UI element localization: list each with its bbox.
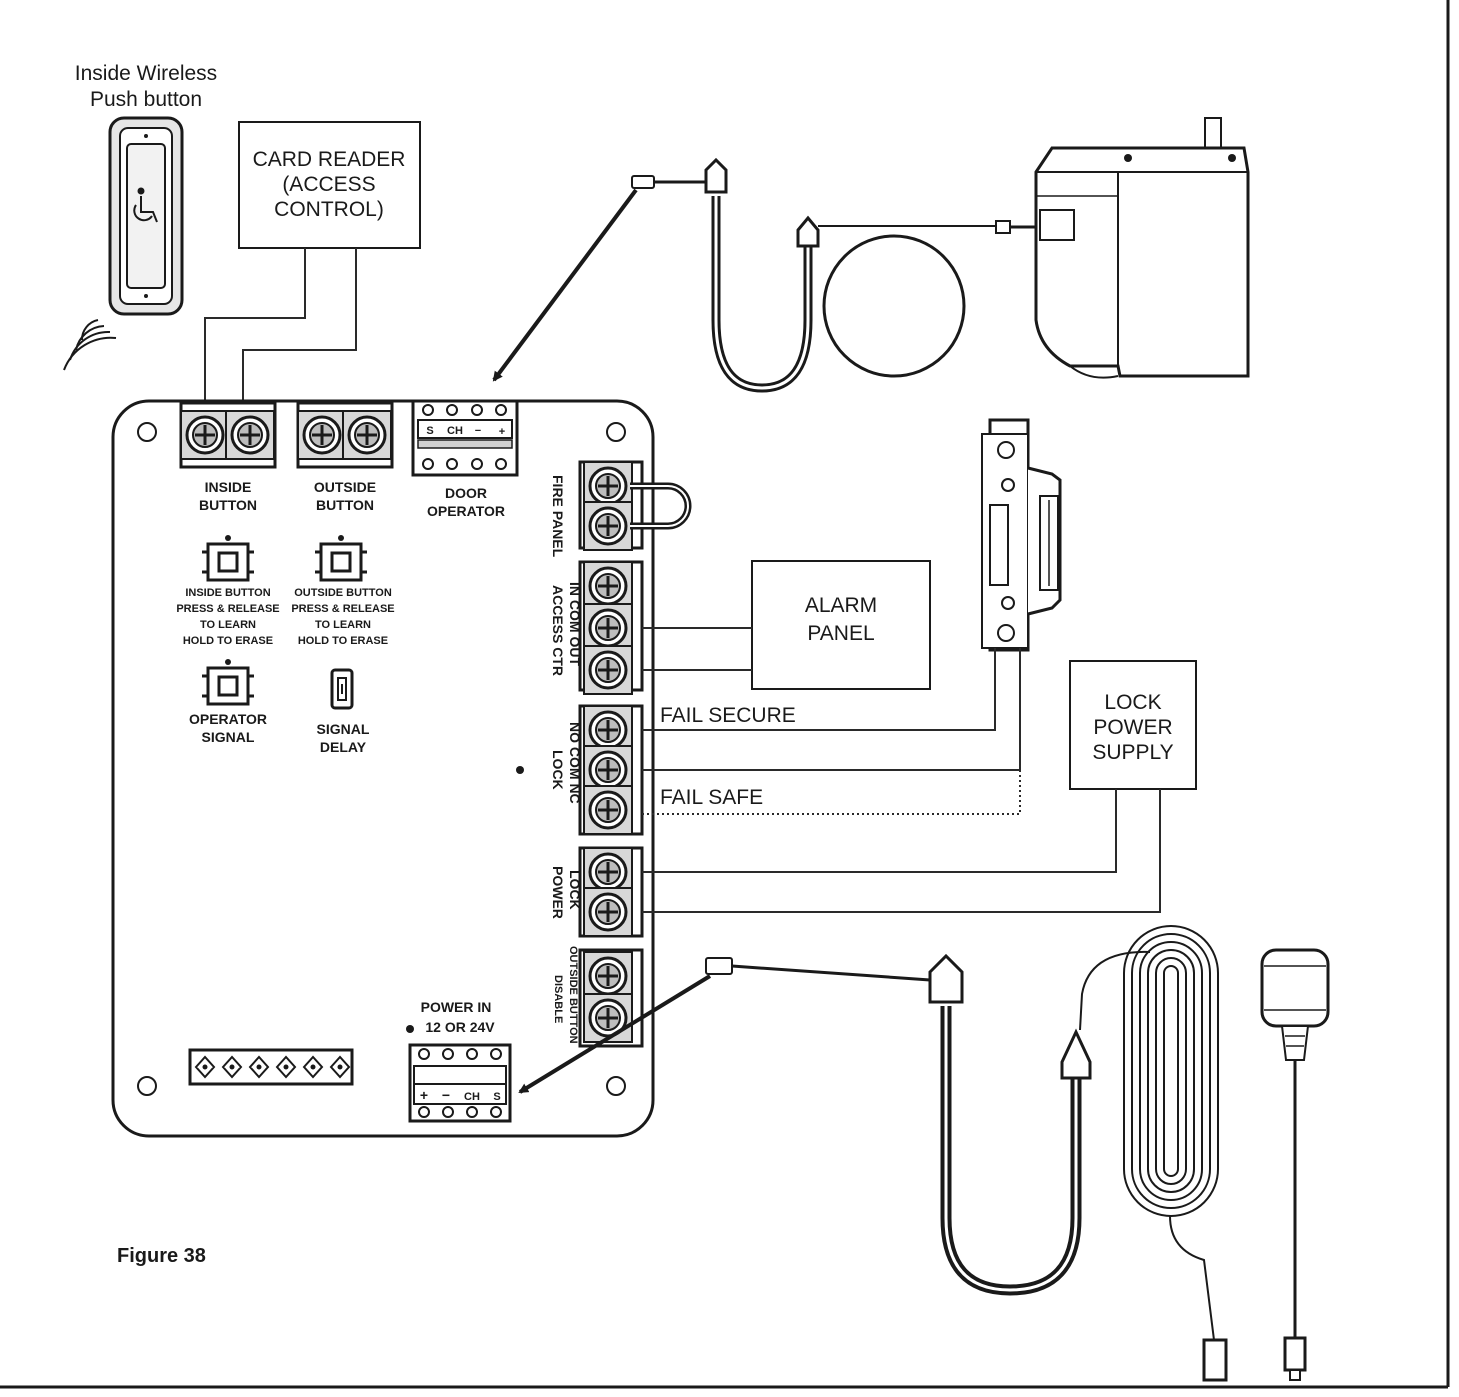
outside-learn-line1: OUTSIDE BUTTON xyxy=(294,587,392,599)
power-in-label-2: 12 OR 24V xyxy=(425,1019,495,1035)
outside-disable-label-1: OUTSIDE BUTTON xyxy=(567,946,579,1044)
wireless-signal-icon xyxy=(63,319,117,371)
fire-panel-label: FIRE PANEL xyxy=(550,475,566,558)
alarm-panel-box: ALARM PANEL xyxy=(751,560,931,690)
alarm-wires xyxy=(642,627,752,671)
outside-disable-terminal: OUTSIDE BUTTON DISABLE xyxy=(552,946,644,1048)
wireless-label-line1: Inside Wireless xyxy=(75,62,217,85)
inside-button-terminal: INSIDE BUTTON xyxy=(179,401,277,513)
inside-learn-line1: INSIDE BUTTON xyxy=(185,587,270,599)
alarm-panel-line2: PANEL xyxy=(807,622,874,645)
control-board: INSIDE BUTTON OUTSIDE BUTTON S CH − + xyxy=(111,399,692,1138)
door-operator-label-2: OPERATOR xyxy=(427,503,505,519)
figure-caption: Figure 38 xyxy=(117,1245,206,1267)
door-op-pin-s: S xyxy=(426,425,433,437)
inside-button-label-2: BUTTON xyxy=(199,497,257,513)
operator-signal-label-2: SIGNAL xyxy=(202,729,255,745)
outside-learn-line4: HOLD TO ERASE xyxy=(298,635,388,647)
door-op-pin-minus: − xyxy=(475,425,481,437)
power-pin-plus: + xyxy=(420,1087,428,1103)
wireless-label-line2: Push button xyxy=(90,88,202,111)
card-reader-line3: CONTROL) xyxy=(274,198,384,221)
power-in-label-1: POWER IN xyxy=(421,999,492,1015)
access-ctr-label: ACCESS CTR xyxy=(550,585,566,676)
wireless-push-button: Inside Wireless Push button xyxy=(63,62,217,371)
signal-delay-label-1: SIGNAL xyxy=(317,721,370,737)
lock-pins: NO COM NC xyxy=(567,722,583,804)
operator-signal-label-1: OPERATOR xyxy=(189,711,267,727)
outside-button-label-1: OUTSIDE xyxy=(314,479,376,495)
outside-button-label-2: BUTTON xyxy=(316,497,374,513)
lock-wires: FAIL SECURE FAIL SAFE xyxy=(642,648,1161,913)
power-pin-s: S xyxy=(493,1091,500,1103)
coiled-cable xyxy=(1123,925,1219,1217)
alarm-panel-line1: ALARM xyxy=(805,594,877,617)
fail-secure-label: FAIL SECURE xyxy=(660,704,796,727)
outside-learn-line3: TO LEARN xyxy=(315,619,371,631)
inside-learn-line3: TO LEARN xyxy=(200,619,256,631)
lock-psu-line1: LOCK xyxy=(1104,691,1161,714)
door-op-pin-plus: + xyxy=(499,426,505,438)
door-operator-label-1: DOOR xyxy=(445,485,487,501)
mounting-hole-tr xyxy=(606,422,626,442)
lock-power-terminal: LOCK POWER xyxy=(550,846,644,938)
door-operator-cable xyxy=(492,157,1050,393)
door-op-pin-ch: CH xyxy=(447,425,463,437)
outside-disable-label-2: DISABLE xyxy=(552,975,564,1023)
fire-panel-terminal: FIRE PANEL xyxy=(550,460,692,558)
signal-delay-label-2: DELAY xyxy=(320,739,367,755)
mounting-hole-tl xyxy=(137,422,157,442)
card-reader-line2: (ACCESS xyxy=(282,173,375,196)
outside-button-terminal: OUTSIDE BUTTON xyxy=(296,401,394,513)
lock-power-supply-box: LOCK POWER SUPPLY xyxy=(1069,660,1197,790)
power-pin-minus: − xyxy=(442,1087,450,1103)
power-in-connector: POWER IN 12 OR 24V + − CH S xyxy=(406,999,512,1123)
inside-learn-line4: HOLD TO ERASE xyxy=(183,635,273,647)
lock-psu-line2: POWER xyxy=(1093,716,1172,739)
power-adapter xyxy=(1260,948,1330,1381)
power-pin-ch: CH xyxy=(464,1091,480,1103)
inside-learn-button: INSIDE BUTTON PRESS & RELEASE TO LEARN H… xyxy=(176,533,280,647)
inside-learn-line2: PRESS & RELEASE xyxy=(176,603,279,615)
inside-button-label-1: INSIDE xyxy=(205,479,252,495)
wheelchair-icon xyxy=(133,187,158,223)
lock-label: LOCK xyxy=(550,750,566,790)
card-reader-line1: CARD READER xyxy=(253,148,406,171)
lock-psu-line3: SUPPLY xyxy=(1092,741,1173,764)
signal-delay-trimmer: SIGNAL DELAY xyxy=(317,668,370,755)
door-operator-connector: S CH − + DOOR OPERATOR xyxy=(411,399,519,519)
six-pin-connector xyxy=(188,1048,354,1086)
lock-terminal: NO COM NC LOCK xyxy=(516,704,644,836)
card-reader-box: CARD READER (ACCESS CONTROL) xyxy=(238,121,421,249)
card-reader-wires xyxy=(204,248,357,430)
access-ctr-terminal: IN COM OUT ACCESS CTR xyxy=(550,560,644,696)
mounting-hole-bl xyxy=(137,1076,157,1096)
mounting-hole-br xyxy=(606,1076,626,1096)
lock-power-label-1: LOCK xyxy=(567,870,583,910)
fail-safe-label: FAIL SAFE xyxy=(660,786,763,809)
operator-signal-button: OPERATOR SIGNAL xyxy=(189,657,267,745)
electric-strike xyxy=(981,418,1062,652)
access-ctr-pins: IN COM OUT xyxy=(567,582,583,666)
lock-power-label-2: POWER xyxy=(550,866,566,919)
door-operator-unit xyxy=(1034,117,1250,379)
outside-learn-line2: PRESS & RELEASE xyxy=(291,603,394,615)
outside-learn-button: OUTSIDE BUTTON PRESS & RELEASE TO LEARN … xyxy=(291,533,395,647)
power-cable xyxy=(518,925,1228,1382)
